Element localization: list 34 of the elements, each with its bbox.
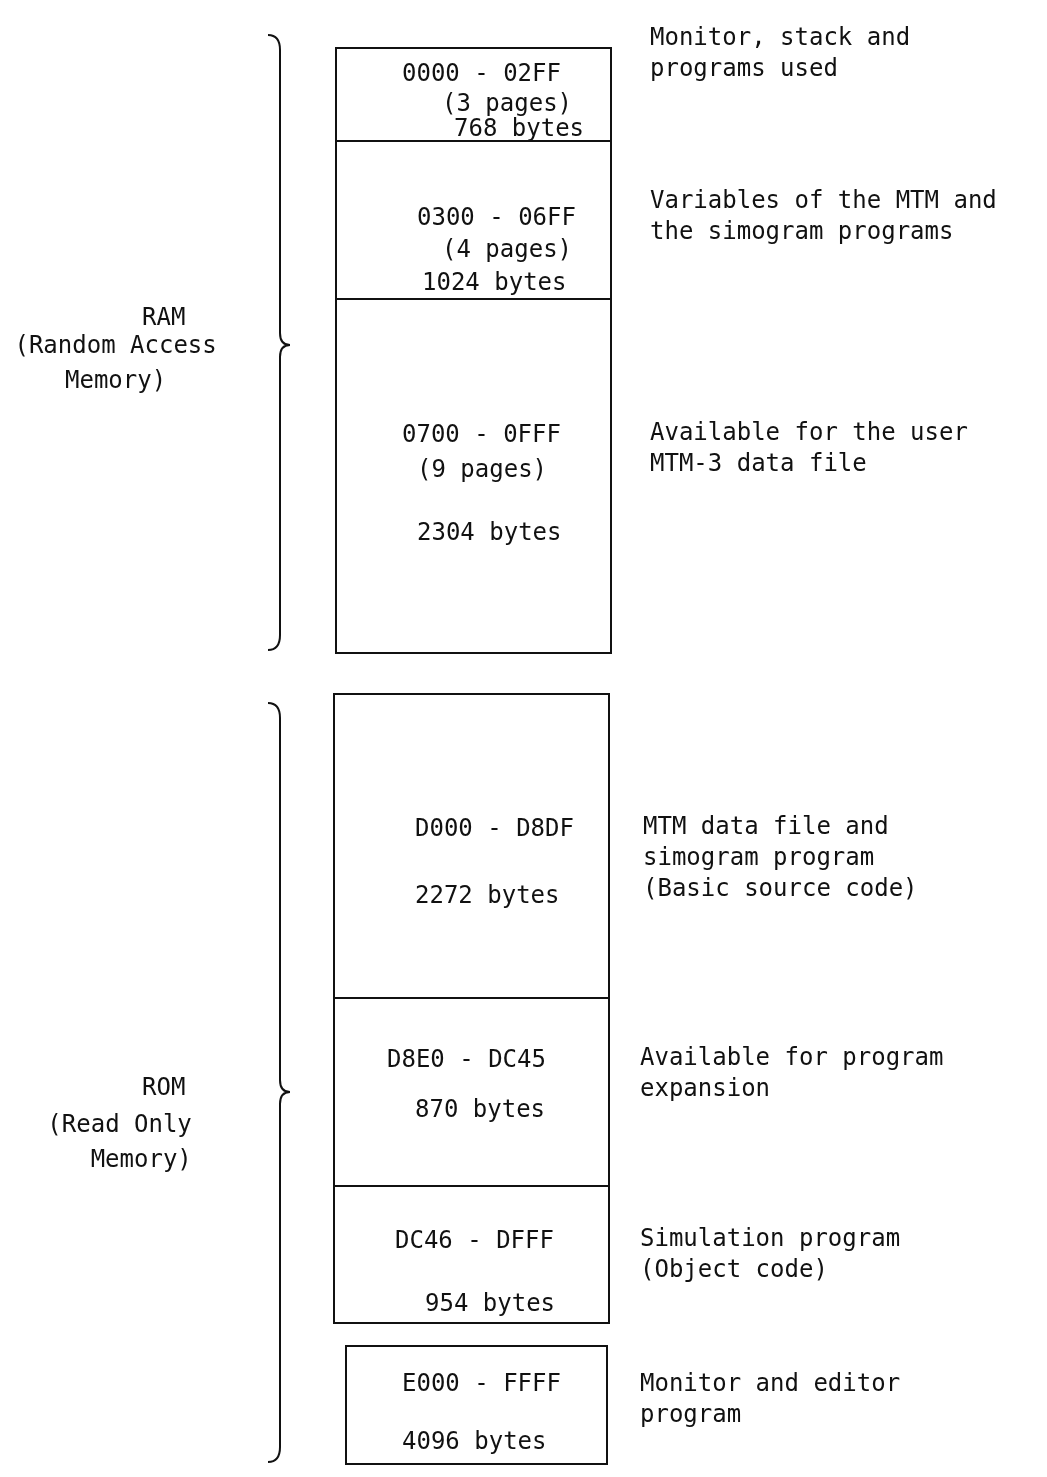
memory-type-description: (Read Only Memory) [46, 1109, 192, 1175]
memory-type-description: (Random Access Memory) [13, 330, 218, 396]
address-range: 0700 - 0FFF [402, 420, 561, 448]
memory-block [333, 1185, 610, 1324]
description-text: Monitor, stack and programs used [650, 22, 912, 84]
memory-block [335, 140, 612, 300]
memory-block [345, 1345, 608, 1465]
address-range: 0000 - 02FF [402, 59, 561, 87]
memory-block [335, 298, 612, 654]
memory-type-label: ROM [142, 1072, 187, 1103]
size-text: 1024 bytes [422, 268, 567, 296]
description-text: Available for program expansion [640, 1042, 945, 1104]
address-range: E000 - FFFF [402, 1369, 561, 1397]
memory-block [335, 47, 612, 142]
description-text: Available for the user MTM-3 data file [650, 417, 969, 479]
size-text: 4096 bytes [402, 1427, 547, 1455]
page-count: (4 pages) [442, 235, 573, 263]
memory-block [333, 693, 610, 999]
memory-type-label: RAM [142, 302, 187, 333]
address-range: 0300 - 06FF [417, 203, 576, 231]
page-count: (3 pages) [442, 89, 573, 117]
page-count: (9 pages) [417, 455, 548, 483]
description-text: MTM data file and simogram program (Basic source code) [643, 811, 919, 904]
address-range: D000 - D8DF [415, 814, 574, 842]
size-text: 2304 bytes [417, 518, 562, 546]
description-text: Simulation program (Object code) [640, 1223, 902, 1285]
description-text: Variables of the MTM and the simogram programs [650, 185, 998, 247]
size-text: 2272 bytes [415, 881, 560, 909]
memory-block [333, 997, 610, 1187]
description-text: Monitor and editor program [640, 1368, 902, 1430]
size-text: 870 bytes [415, 1095, 546, 1123]
address-range: DC46 - DFFF [395, 1226, 554, 1254]
address-range: D8E0 - DC45 [387, 1045, 546, 1073]
size-text: 954 bytes [425, 1289, 556, 1317]
